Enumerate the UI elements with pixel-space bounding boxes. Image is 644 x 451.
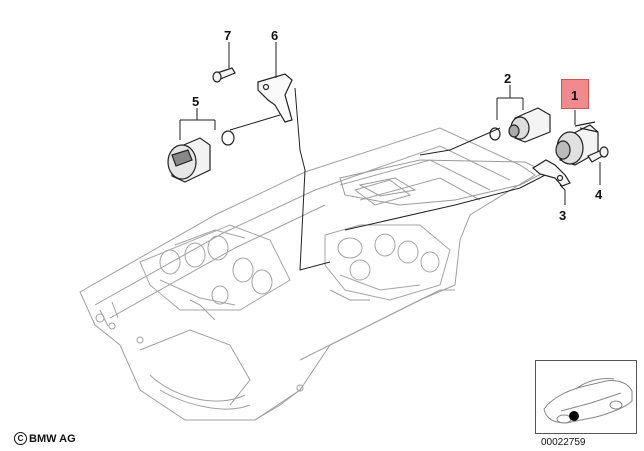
copyright-icon: C [14, 432, 27, 445]
callout-3: 3 [559, 208, 566, 223]
bolt-part-4 [587, 146, 609, 163]
valve-spools-left [139, 224, 291, 311]
document-number: 00022759 [541, 437, 586, 448]
bolt-part-7 [212, 67, 236, 83]
retaining-bracket-part-3 [531, 159, 571, 187]
callout-2: 2 [504, 71, 511, 86]
leader-lines [229, 87, 556, 271]
solenoid-valve-part-1 [555, 121, 599, 166]
callout-brackets [179, 42, 601, 205]
callout-7: 7 [224, 28, 231, 43]
mounting-plate-outline [339, 159, 547, 206]
callout-6: 6 [271, 28, 278, 43]
callout-4: 4 [595, 187, 603, 202]
solenoid-valve-part-2 [489, 107, 551, 143]
vehicle-location-thumbnail [535, 360, 637, 434]
location-marker [569, 411, 579, 421]
callout-1-highlight[interactable]: 1 [561, 79, 589, 109]
callout-5: 5 [192, 94, 199, 109]
copyright-text: BMW AG [29, 433, 76, 445]
valve-spools-right [324, 224, 451, 301]
solenoid-valve-part-5 [167, 130, 235, 183]
valve-body-outline [79, 127, 536, 421]
bracket-part-6 [257, 73, 293, 123]
callout-1: 1 [571, 88, 578, 103]
